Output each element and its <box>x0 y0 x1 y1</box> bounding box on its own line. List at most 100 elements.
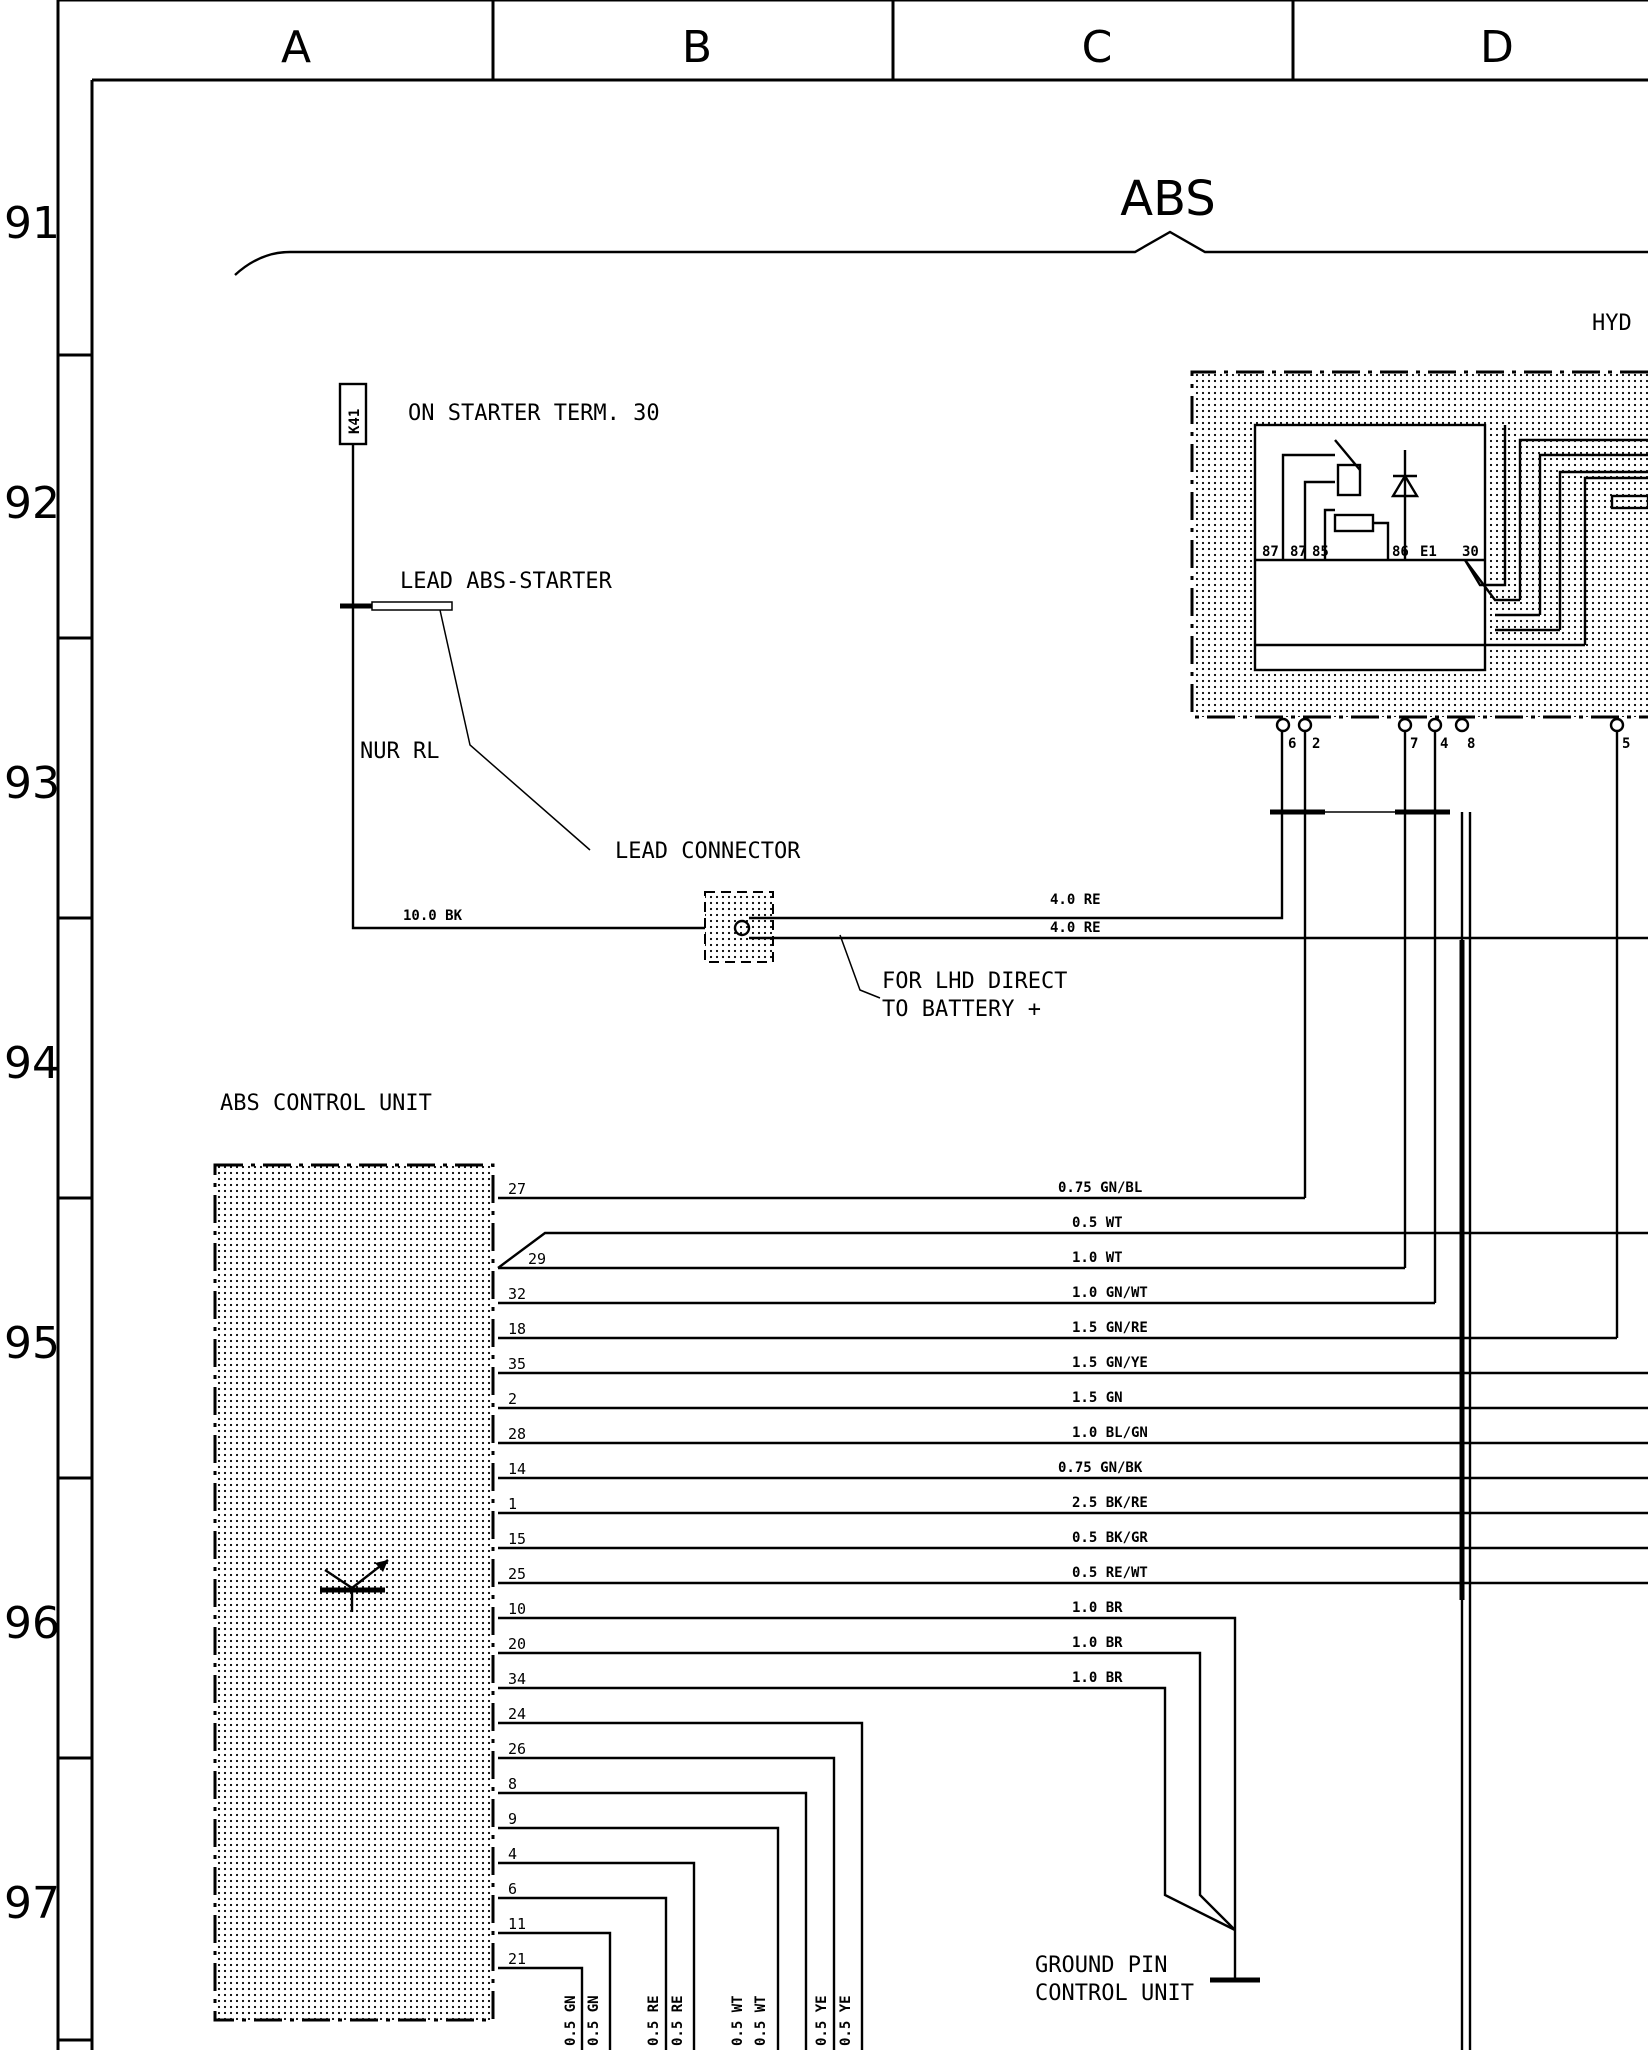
wire-label-8: 0.75 GN/BK <box>1058 1460 1143 1476</box>
abs-control-unit-label: ABS CONTROL UNIT <box>220 1091 432 1116</box>
row-label-93: 93 <box>4 758 60 809</box>
wire-label-2: 1.0 WT <box>1072 1250 1123 1266</box>
cu-pin-27: 27 <box>508 1180 526 1198</box>
control-unit-wires <box>497 1196 1648 2050</box>
cu-pin-32: 32 <box>508 1285 526 1303</box>
lead-connector-block <box>705 892 773 962</box>
wire-4re-upper <box>749 730 1284 920</box>
bottom-wire-0: 0.5 GN <box>563 1995 579 2046</box>
cu-pin-11: 11 <box>508 1915 526 1933</box>
lhd-label-2: TO BATTERY + <box>882 997 1041 1022</box>
wire-label-3: 1.0 GN/WT <box>1072 1285 1148 1301</box>
bottom-wire-2: 0.5 RE <box>646 1995 662 2046</box>
cu-pin-29: 29 <box>528 1250 546 1268</box>
wire-label-6: 1.5 GN <box>1072 1390 1123 1406</box>
connector-pin-7: 7 <box>1410 736 1418 752</box>
hyd-label: HYD <box>1592 311 1632 336</box>
cu-pin-25: 25 <box>508 1565 526 1583</box>
cu-pin-2: 2 <box>508 1390 517 1408</box>
wire-4re-lower-label: 4.0 RE <box>1050 920 1101 936</box>
control-unit-symbol <box>320 1559 389 1612</box>
cu-pin-6: 6 <box>508 1880 517 1898</box>
row-label-96: 96 <box>4 1598 60 1649</box>
column-label-a: A <box>281 22 311 73</box>
bottom-wire-labels: 0.5 GN 0.5 GN 0.5 RE 0.5 RE 0.5 WT 0.5 W… <box>563 1995 854 2046</box>
wire-label-4: 1.5 GN/RE <box>1072 1320 1148 1336</box>
bottom-wire-5: 0.5 WT <box>753 1995 769 2046</box>
wire-label-10: 0.5 BK/GR <box>1072 1530 1148 1546</box>
wire-10bk-label: 10.0 BK <box>403 908 463 924</box>
row-label-95: 95 <box>4 1318 60 1369</box>
wire-label-12: 1.0 BR <box>1072 1600 1123 1616</box>
column-label-d: D <box>1480 22 1514 73</box>
nur-rl-label: NUR RL <box>360 739 439 764</box>
cu-pin-28: 28 <box>508 1425 526 1443</box>
ground-pin-label-1: GROUND PIN <box>1035 1953 1167 1978</box>
cu-pin-10: 10 <box>508 1600 526 1618</box>
k41-label: K41 <box>347 409 363 434</box>
lead-abs-starter-label: LEAD ABS-STARTER <box>400 569 613 594</box>
wire-label-14: 1.0 BR <box>1072 1670 1123 1686</box>
cu-pin-34: 34 <box>508 1670 526 1688</box>
abs-control-unit-outline <box>213 1163 495 2022</box>
row-label-92: 92 <box>4 478 60 529</box>
on-starter-label: ON STARTER TERM. 30 <box>408 401 660 426</box>
title-brace <box>234 230 1648 276</box>
cu-pin-24: 24 <box>508 1705 526 1723</box>
lhd-label-1: FOR LHD DIRECT <box>882 969 1067 994</box>
cu-pin-14: 14 <box>508 1460 526 1478</box>
relay-internals: 87 87 85 86 E1 30 <box>1253 423 1648 672</box>
cu-pin-4: 4 <box>508 1845 517 1863</box>
hydraulic-connector-pins: 6 2 7 4 8 5 <box>1275 717 1630 752</box>
lhd-leader <box>839 934 881 999</box>
diagram-title: ABS <box>1120 171 1215 227</box>
cu-pin-35: 35 <box>508 1355 526 1373</box>
cu-pin-20: 20 <box>508 1635 526 1653</box>
connector-pin-8: 8 <box>1467 736 1475 752</box>
harness-verticals <box>1270 731 1619 2050</box>
hydraulic-unit-outline <box>1190 370 1648 719</box>
cu-pin-26: 26 <box>508 1740 526 1758</box>
lead-connector-label: LEAD CONNECTOR <box>615 839 801 864</box>
cu-pin-21: 21 <box>508 1950 526 1968</box>
row-label-94: 94 <box>4 1038 60 1089</box>
svg-text:30: 30 <box>1462 544 1479 560</box>
wire-label-11: 0.5 RE/WT <box>1072 1565 1148 1581</box>
wire-labels: 0.75 GN/BL 0.5 WT 1.0 WT 1.0 GN/WT 1.5 G… <box>1058 1180 1148 1686</box>
wire-label-7: 1.0 BL/GN <box>1072 1425 1148 1441</box>
connector-pin-5: 5 <box>1622 736 1630 752</box>
bottom-wire-6: 0.5 YE <box>814 1995 830 2046</box>
control-unit-pin-labels: 27 29 32 18 35 2 28 14 1 15 25 10 20 34 … <box>508 1180 546 1968</box>
wire-label-1: 0.5 WT <box>1072 1215 1123 1231</box>
cu-pin-18: 18 <box>508 1320 526 1338</box>
wire-label-13: 1.0 BR <box>1072 1635 1123 1651</box>
ground-pin-label-2: CONTROL UNIT <box>1035 1981 1194 2006</box>
svg-text:85: 85 <box>1312 544 1329 560</box>
connector-pin-6: 6 <box>1288 736 1296 752</box>
wire-label-5: 1.5 GN/YE <box>1072 1355 1148 1371</box>
cu-pin-8: 8 <box>508 1775 517 1793</box>
bottom-wire-4: 0.5 WT <box>730 1995 746 2046</box>
wire-label-9: 2.5 BK/RE <box>1072 1495 1148 1511</box>
svg-text:87: 87 <box>1262 544 1279 560</box>
column-label-c: C <box>1082 22 1113 73</box>
connector-pin-2: 2 <box>1312 736 1320 752</box>
lead-connector-pin <box>733 919 751 937</box>
wire-label-0: 0.75 GN/BL <box>1058 1180 1142 1196</box>
cu-pin-15: 15 <box>508 1530 526 1548</box>
row-label-97: 97 <box>4 1878 60 1929</box>
lead-splice-bar <box>371 601 453 611</box>
cu-pin-9: 9 <box>508 1810 517 1828</box>
row-label-91: 91 <box>4 198 60 249</box>
frame <box>56 0 1648 2050</box>
column-label-b: B <box>682 22 712 73</box>
bottom-wire-1: 0.5 GN <box>586 1995 602 2046</box>
relay-pin-labels: 87 <box>1262 544 1279 560</box>
cu-pin-1: 1 <box>508 1495 517 1513</box>
nur-rl-leader <box>439 609 591 851</box>
bottom-wire-7: 0.5 YE <box>838 1995 854 2046</box>
svg-text:E1: E1 <box>1420 544 1437 560</box>
svg-text:87: 87 <box>1290 544 1307 560</box>
svg-text:86: 86 <box>1392 544 1409 560</box>
